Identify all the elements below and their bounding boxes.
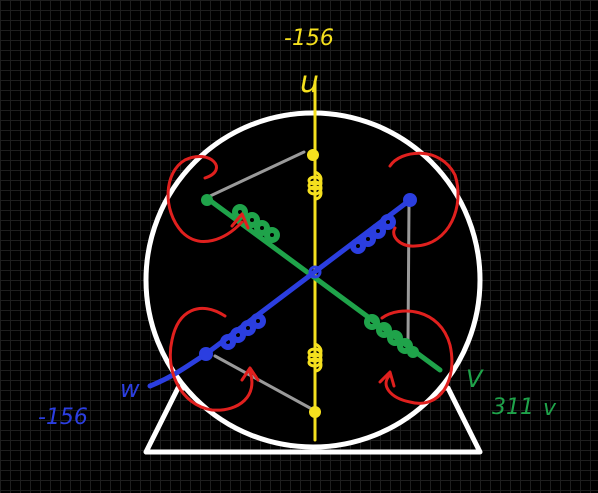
field-arrows	[230, 212, 396, 388]
arrow-bottom-right	[378, 370, 396, 388]
label-w-voltage: -156	[38, 405, 88, 430]
terminal-u-bottom	[309, 406, 321, 418]
coil-u-top	[307, 170, 323, 201]
terminal-v-end	[407, 346, 419, 358]
field-loop-bottom-right	[380, 309, 454, 405]
connector-wires	[206, 150, 411, 410]
arrow-top-left	[230, 212, 250, 230]
terminal-v-start	[201, 194, 213, 206]
field-loops	[166, 151, 460, 412]
terminal-w-start	[199, 347, 213, 361]
label-w-phase: w	[120, 375, 140, 403]
label-v-voltage: 311	[492, 395, 534, 420]
neutral-point	[308, 265, 322, 279]
arrow-bottom-left	[240, 366, 260, 382]
terminal-u-top	[307, 149, 319, 161]
field-loop-top-left	[166, 155, 244, 243]
terminal-w-end	[403, 193, 417, 207]
label-u-phase: u	[300, 65, 319, 100]
stator-ring	[143, 110, 483, 450]
label-v-unit: v	[543, 396, 557, 421]
field-loop-top-right	[388, 151, 460, 248]
coil-u-bottom	[307, 342, 323, 373]
field-loop-bottom-left	[168, 306, 254, 412]
label-v-phase: V	[466, 365, 484, 393]
winding-w	[147, 193, 417, 389]
label-u-voltage: -156	[284, 26, 334, 51]
winding-u	[307, 80, 323, 442]
